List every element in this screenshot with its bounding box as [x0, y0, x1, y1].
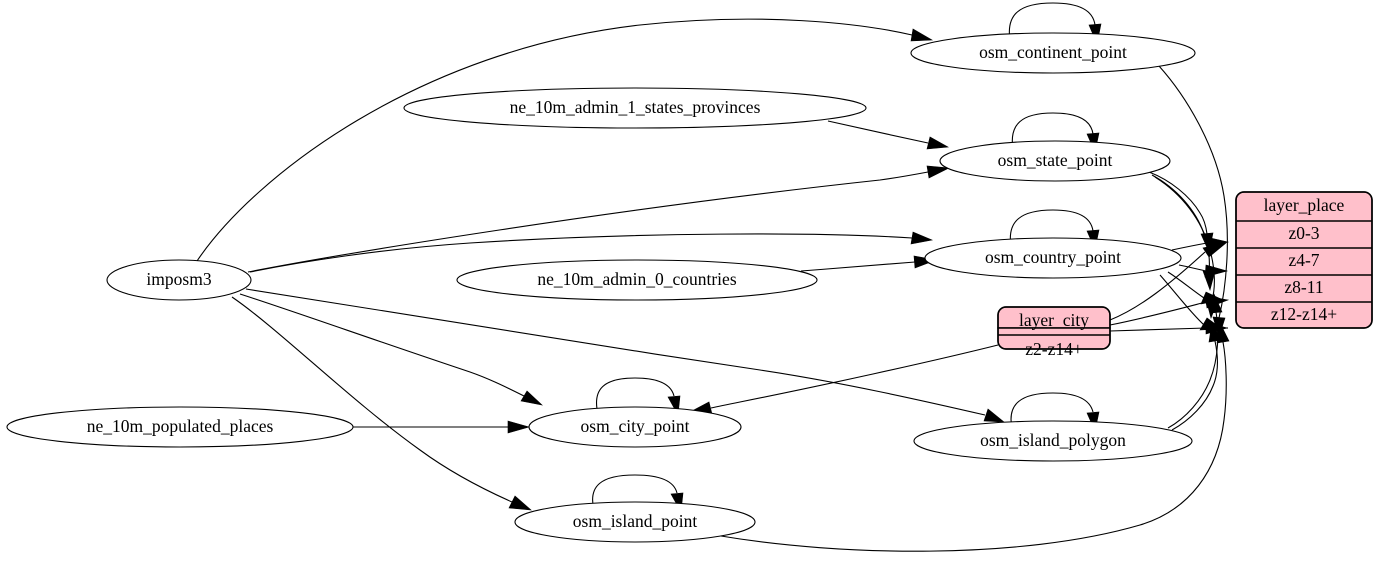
table-node-layer-city[interactable]: layer_city z2-z14+ — [997, 306, 1111, 359]
node-ne-10m-populated-places[interactable]: ne_10m_populated_places — [6, 406, 354, 448]
edge-imposm3-to-osm-state-point — [247, 165, 951, 273]
edge-imposm3-to-osm-city-point — [239, 293, 543, 406]
edge-imposm3-to-osm-country-point — [249, 231, 934, 273]
table-node-layer-place[interactable]: layer_place z0-3 z4-7 z8-11 z12-z14+ — [1235, 191, 1373, 329]
edge-layer-city-to-osm-city-point — [688, 344, 999, 415]
edge-layer-city-to-layer-place-z12 — [1109, 321, 1229, 335]
node-osm-city-point[interactable]: osm_city_point — [528, 406, 742, 448]
edge-osm-state-point-to-layer-place-z0-3 — [1148, 171, 1214, 253]
edge-osm-country-point-to-layer-place-z4-7 — [1178, 264, 1229, 278]
node-ne-10m-admin-1-states-provinces[interactable]: ne_10m_admin_1_states_provinces — [403, 87, 867, 129]
node-ne-10m-admin-0-countries[interactable]: ne_10m_admin_0_countries — [456, 259, 818, 301]
node-osm-country-point[interactable]: osm_country_point — [924, 237, 1182, 279]
edge-ne-populated-to-osm-city-point — [353, 420, 531, 434]
edge-layer — [196, 2, 1230, 552]
edge-imposm3-to-osm-island-point — [231, 296, 532, 511]
node-layer: imposm3 ne_10m_admin_1_states_provinces … — [6, 32, 1196, 543]
edge-imposm3-to-osm-continent-point — [196, 18, 934, 262]
edge-ne-states-to-osm-state-point — [827, 120, 949, 150]
node-osm-continent-point[interactable]: osm_continent_point — [910, 32, 1196, 74]
node-osm-island-point[interactable]: osm_island_point — [514, 501, 756, 543]
edge-ne-countries-to-osm-country-point — [800, 255, 938, 272]
edge-osm-continent-point-to-layer-place-z12 — [1158, 65, 1228, 339]
node-osm-state-point[interactable]: osm_state_point — [939, 140, 1171, 182]
edge-imposm3-to-osm-island-polygon — [245, 288, 1005, 423]
edge-osm-island-polygon-to-layer-place-z8-11 — [1167, 293, 1223, 429]
node-imposm3[interactable]: imposm3 — [106, 259, 252, 301]
node-osm-island-polygon[interactable]: osm_island_polygon — [913, 420, 1193, 462]
edge-osm-island-polygon-to-layer-place-z12 — [1171, 321, 1222, 431]
edge-osm-island-point-to-layer-place-z12 — [720, 322, 1230, 552]
edge-layer-city-to-layer-place-z0-3 — [1109, 242, 1227, 321]
